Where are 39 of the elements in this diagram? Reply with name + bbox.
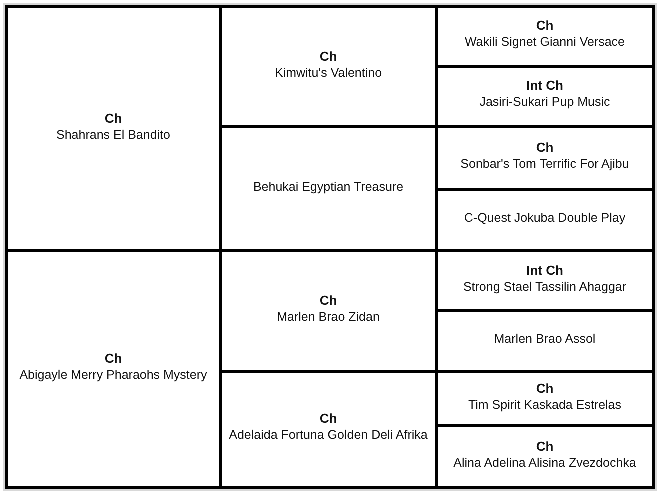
- champion-title: Ch: [536, 380, 554, 397]
- champion-title: Ch: [536, 438, 554, 455]
- champion-title: Ch: [104, 351, 122, 368]
- champion-title: Ch: [536, 140, 554, 156]
- dog-name: Alina Adelina Alisina Zvezdochka: [454, 454, 636, 471]
- pedigree-cell: [438, 252, 652, 310]
- pedigree-cell: [438, 427, 652, 486]
- pedigree-cell: [438, 372, 652, 424]
- dog-name: Adelaida Fortuna Golden Deli Afrika: [229, 427, 428, 444]
- dog-name: Jasiri-Sukari Pup Music: [480, 94, 610, 110]
- pedigree-cell: [8, 8, 219, 250]
- pedigree-cell: [438, 190, 652, 250]
- champion-title: Ch: [536, 18, 554, 34]
- champion-title: Ch: [320, 293, 338, 310]
- champion-title: Int Ch: [526, 78, 564, 94]
- pedigree-cell: [438, 312, 652, 370]
- pedigree-cell: [222, 8, 435, 126]
- champion-title: Ch: [320, 411, 338, 428]
- dog-name: C-Quest Jokuba Double Play: [464, 210, 626, 226]
- dog-name: Marlen Brao Assol: [494, 330, 596, 347]
- dog-name: Behukai Egyptian Treasure: [253, 178, 404, 195]
- champion-title: Int Ch: [526, 262, 564, 279]
- dog-name: Shahrans El Bandito: [56, 126, 170, 143]
- dog-name: Marlen Brao Zidan: [277, 309, 380, 326]
- pedigree-cell: [8, 252, 219, 486]
- pedigree-cell: [222, 128, 435, 250]
- dog-name: Tim Spirit Kaskada Estrelas: [468, 396, 622, 413]
- pedigree-cell: [438, 8, 652, 65]
- dog-name: Sonbar's Tom Terrific For Ajibu: [460, 156, 630, 172]
- champion-title: Ch: [320, 48, 338, 65]
- dog-name: Wakili Signet Gianni Versace: [464, 34, 625, 50]
- dog-name: Strong Stael Tassilin Ahaggar: [463, 278, 627, 295]
- champion-title: Ch: [104, 110, 122, 127]
- pedigree-cell: [222, 372, 435, 486]
- dog-name: Abigayle Merry Pharaohs Mystery: [20, 367, 208, 384]
- pedigree-cell: [438, 128, 652, 188]
- pedigree-cell: [438, 68, 652, 126]
- pedigree-cell: [222, 252, 435, 370]
- dog-name: Kimwitu's Valentino: [274, 64, 382, 81]
